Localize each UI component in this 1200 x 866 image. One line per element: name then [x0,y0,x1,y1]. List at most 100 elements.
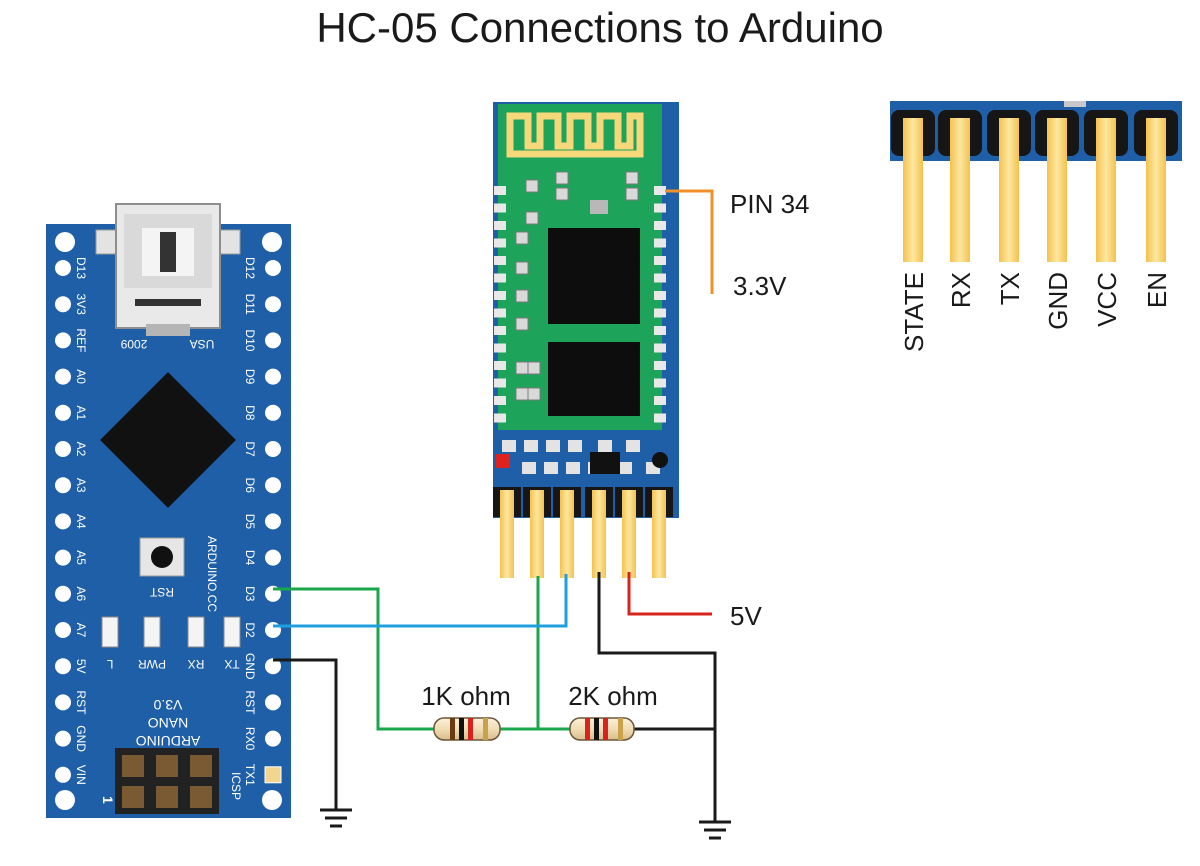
nano-left-pin-label: A1 [74,405,88,420]
smd-component [515,289,529,303]
nano-right-pin-label: D12 [243,257,257,279]
castellated-pad [494,273,506,283]
ground-symbol-divider [699,820,731,840]
nano-pin-hole [265,441,281,457]
pinout-label: STATE [899,272,929,352]
pinout-pin [1047,118,1067,262]
smd-component [522,462,536,474]
nano-right-pin-label: D11 [243,294,257,315]
nano-right-pin-label: D7 [243,441,257,457]
smd-component [527,361,541,375]
castellated-pad [494,203,506,213]
ground-symbol-nano [320,808,352,828]
castellated-pad [654,343,666,353]
site-label: ARDUINO.CC [205,536,219,612]
nano-left-pin-label: A2 [74,442,88,457]
smd-component [525,211,539,225]
pinout-pin [999,118,1019,262]
castellated-pad [654,396,666,405]
nano-left-pin-label: RST [74,690,88,715]
nano-left-pin-label: A4 [74,514,88,529]
nano-pin-hole [265,730,281,747]
nano-right-pin-label: D6 [243,478,257,494]
nano-pin-hole [55,404,71,421]
nano-pin-hole [265,477,281,494]
icsp-label: ICSP [229,772,243,800]
nano-left-pin-label: A0 [74,369,88,384]
castellated-pad [654,256,666,265]
nano-pin-hole [55,766,71,783]
board-name-line1: ARDUINO [136,733,201,749]
year-mark: 2009 [120,337,147,351]
nano-pin-hole [265,622,281,638]
mount-hole [55,232,75,252]
resistor-1k [433,717,501,741]
crystal [590,200,608,214]
wire-d2-to-tx [273,574,568,628]
regulator [590,452,620,474]
nano-pin-hole [55,368,71,385]
castellated-pad [494,378,506,388]
mount-hole [262,232,282,252]
nano-left-pin-label: GND [74,725,88,752]
castellated-pads [494,171,666,474]
smd-component [625,187,639,201]
usb-connector [95,203,241,336]
nano-pin-hole [55,622,71,638]
nano-pin-hole [265,296,281,313]
led-label-rx: RX [188,657,205,671]
nano-pin-headers: D133V3REFA0A1A2A3A4A5A6A75VRSTGNDVIND12D… [55,257,282,786]
nano-pin-hole [55,513,71,530]
smd-component [546,440,560,452]
castellated-pad [654,203,666,213]
smd-component [515,387,529,401]
pinout-label: GND [1043,272,1073,330]
nano-pin-hole [265,332,281,349]
nano-pin-hole [265,658,281,675]
smd-component [566,462,580,474]
castellated-pad [654,221,666,230]
nano-right-pin-label: D9 [243,369,257,385]
smd-component [626,440,640,452]
nano-right-pin-label: D8 [243,405,257,421]
v5-label: 5V [730,601,762,631]
reset-button[interactable] [139,537,185,577]
castellated-pad [654,378,666,388]
smd-component [618,462,632,474]
header-pin [560,490,574,578]
status-led [496,454,510,468]
nano-left-pin-label: REF [74,328,88,352]
castellated-pad [654,238,666,248]
nano-pin-hole [265,260,281,276]
castellated-pad [654,326,666,335]
castellated-pad [494,361,506,370]
antenna-trace [506,112,644,158]
flash-chip [548,342,640,416]
nano-pin-hole [265,513,281,530]
castellated-pad [494,238,506,248]
board-name-line3: V3.0 [153,697,182,713]
nano-pin-hole [55,694,71,711]
pinout-label: RX [946,272,976,308]
header-pin [500,490,514,578]
header-pin [622,490,636,578]
nano-right-pin-label: RST [243,690,257,715]
wire-gnd-nano [273,658,338,810]
nano-right-pin-label: D3 [243,586,257,602]
pinout-pin [903,118,923,262]
wire-gnd-hc05 [597,572,717,822]
diagram-title: HC-05 Connections to Arduino [316,4,884,51]
wire-pin34-to-3v3 [665,189,714,294]
nano-pin-hole [264,766,282,784]
icsp-header [115,748,219,814]
castellated-pad [654,186,666,195]
nano-left-pin-label: 5V [74,659,88,674]
v33-label: 3.3V [733,271,787,301]
led-row [101,616,241,648]
castellated-pad [494,396,506,405]
smd-component [515,261,529,275]
nano-left-pin-label: 3V3 [74,294,88,316]
arduino-nano: USA 2009 RST ARDUINO.CC L PWR RX TX ARDU… [46,203,291,818]
usb-mark: USA [190,337,215,351]
